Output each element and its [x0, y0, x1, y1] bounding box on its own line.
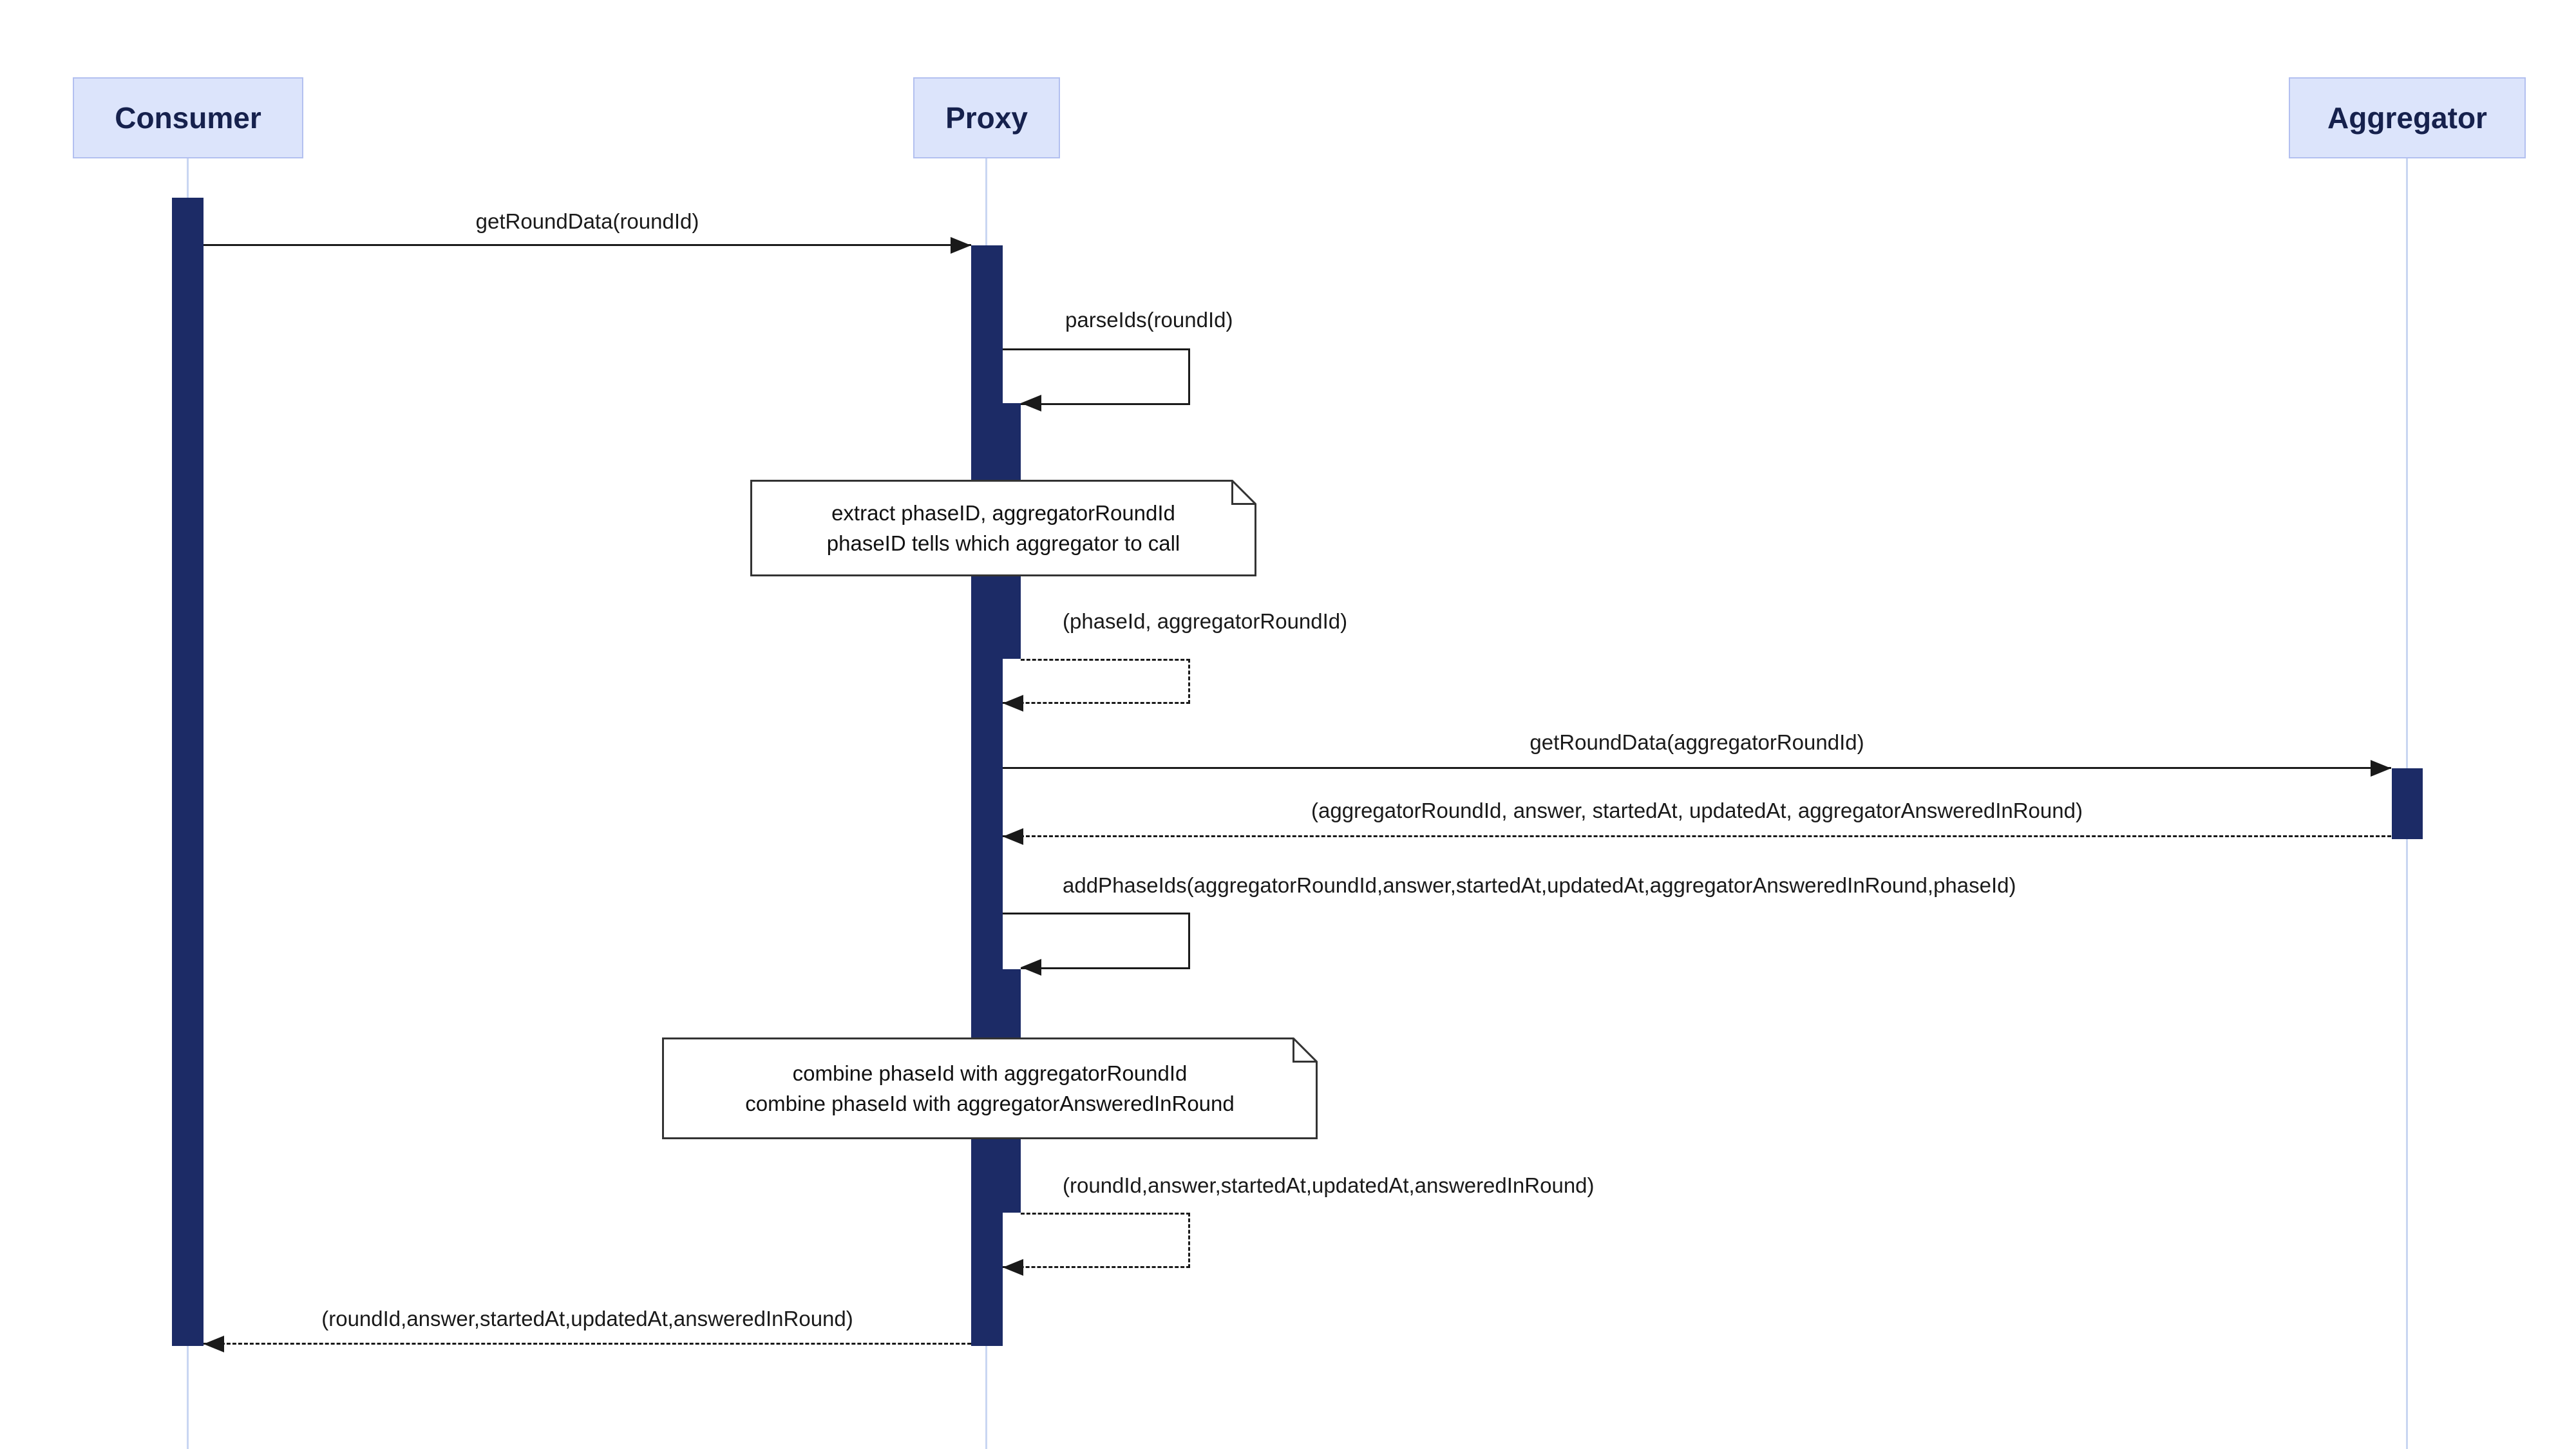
message-5-arrowhead: [1003, 828, 1023, 845]
participant-consumer-label: Consumer: [115, 101, 261, 135]
message-4-label: getRoundData(aggregatorRoundId): [1530, 730, 1864, 754]
message-8-arrowhead: [204, 1336, 224, 1352]
message-2-label: parseIds(roundId): [1065, 308, 1233, 332]
note-extract-phaseid: extract phaseID, aggregatorRoundId phase…: [750, 480, 1256, 576]
message-8-label: (roundId,answer,startedAt,updatedAt,answ…: [321, 1307, 853, 1331]
participant-proxy: Proxy: [913, 77, 1060, 158]
activation-aggregator: [2392, 768, 2423, 839]
activation-consumer: [172, 198, 204, 1346]
message-2-arrowhead: [1021, 395, 1041, 412]
message-2-topline: [1003, 348, 1190, 350]
note-outline: [750, 480, 1256, 576]
message-6-loop: [1021, 913, 1190, 969]
message-8-line: [204, 1343, 971, 1345]
message-2-loop: [1021, 348, 1190, 405]
message-7-label: (roundId,answer,startedAt,updatedAt,answ…: [1063, 1173, 1595, 1197]
note-2-line-2: combine phaseId with aggregatorAnsweredI…: [745, 1092, 1235, 1115]
note-1-line-2: phaseID tells which aggregator to call: [826, 531, 1180, 555]
participant-aggregator: Aggregator: [2289, 77, 2526, 158]
message-3-arrowhead: [1003, 695, 1023, 712]
message-1-label: getRoundData(roundId): [475, 209, 699, 233]
participant-proxy-label: Proxy: [945, 101, 1028, 135]
message-5-label: (aggregatorRoundId, answer, startedAt, u…: [1311, 799, 2083, 822]
message-7-arrowhead: [1003, 1259, 1023, 1276]
message-4-line: [1003, 767, 2391, 769]
message-3-label: (phaseId, aggregatorRoundId): [1063, 609, 1348, 633]
message-4-arrowhead: [2371, 760, 2391, 777]
message-7-loop: [1003, 1213, 1190, 1268]
message-6-topline: [1003, 913, 1190, 914]
note-combine-phaseid: combine phaseId with aggregatorRoundId c…: [662, 1037, 1318, 1139]
participant-aggregator-label: Aggregator: [2327, 101, 2487, 135]
message-1-arrowhead: [951, 237, 971, 254]
message-3-loop: [1003, 659, 1190, 704]
message-5-line: [1003, 835, 2391, 837]
note-2-line-1: combine phaseId with aggregatorRoundId: [792, 1061, 1188, 1085]
message-6-label: addPhaseIds(aggregatorRoundId,answer,sta…: [1063, 873, 2016, 897]
message-7-topline: [1021, 1213, 1190, 1215]
note-1-line-1: extract phaseID, aggregatorRoundId: [831, 501, 1175, 525]
note-outline: [662, 1037, 1318, 1139]
participant-consumer: Consumer: [73, 77, 303, 158]
message-3-topline: [1021, 659, 1190, 661]
message-6-arrowhead: [1021, 959, 1041, 976]
message-1-line: [204, 244, 971, 246]
